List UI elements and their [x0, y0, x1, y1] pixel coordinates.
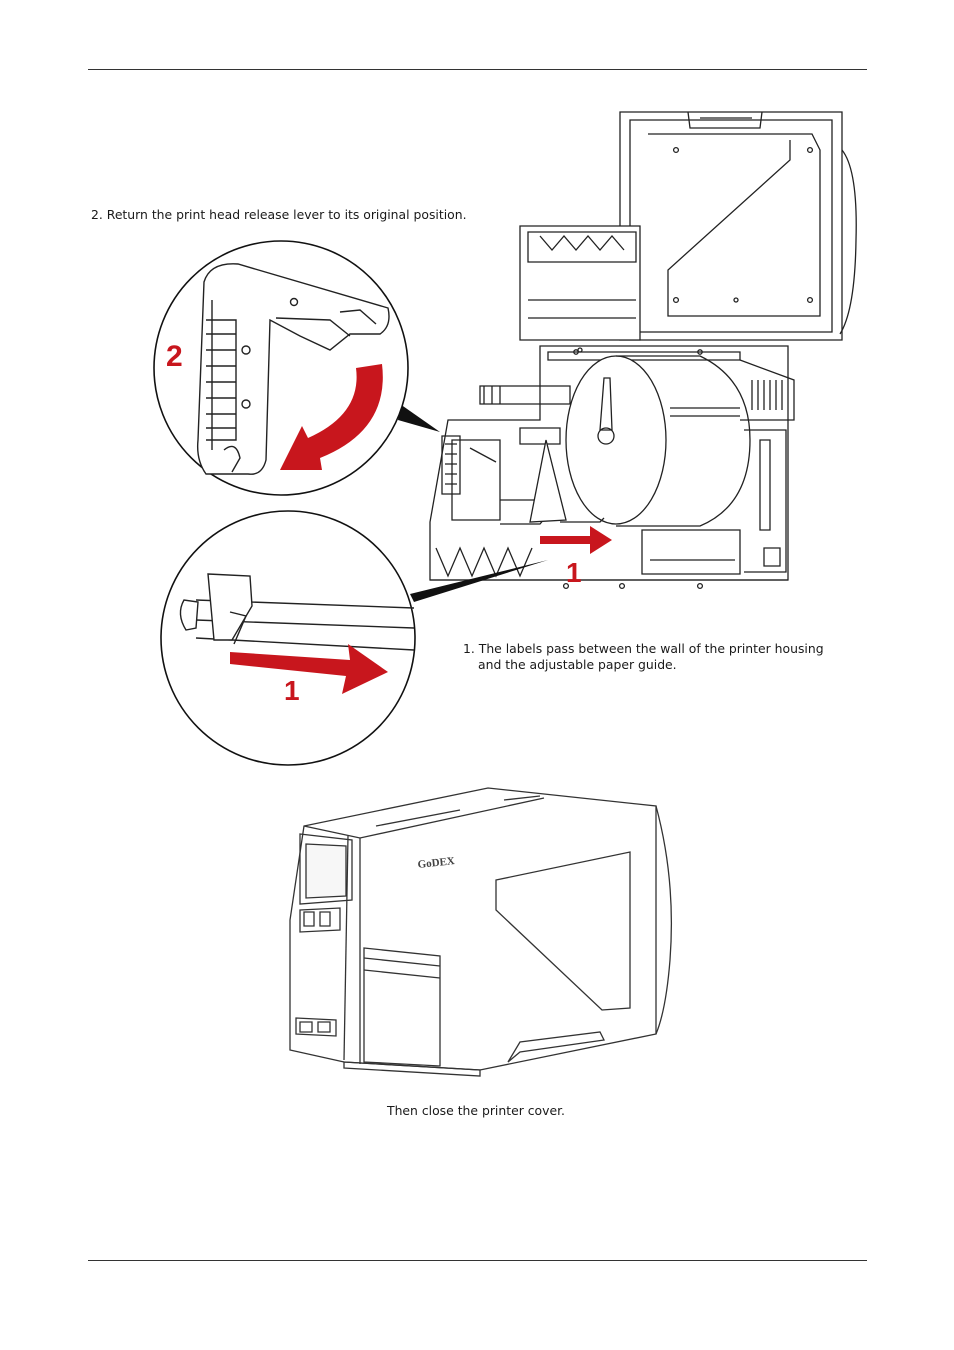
zoom-leader-top [398, 404, 440, 432]
inner-frame [519, 225, 641, 341]
zoom-top-number: 2 [166, 340, 183, 373]
step-2-caption: 2. Return the print head release lever t… [91, 207, 467, 222]
raised-cover [619, 111, 857, 341]
step-1-caption-line-1: 1. The labels pass between the wall of t… [463, 641, 824, 656]
zoom-leader-bottom [410, 560, 548, 602]
printer-body [429, 345, 795, 590]
step-1-caption: 1. The labels pass between the wall of t… [463, 641, 843, 673]
slide-arrow [230, 644, 388, 694]
zoom-bottom-number: 1 [284, 675, 300, 706]
step-1-caption-line-2: and the adjustable paper guide. [478, 657, 677, 672]
footer-rule [88, 1260, 867, 1261]
zoom-circle-paper-guide: 1 [160, 510, 416, 766]
paper-guide-arrow [540, 526, 612, 554]
header-rule [88, 69, 867, 70]
printer-logo: GoDEX [417, 855, 455, 871]
closed-printer-illustration: GoDEX [289, 787, 673, 1077]
zoom-circle-release-lever: 2 [153, 240, 409, 496]
open-printer-illustration [429, 111, 857, 590]
main-arrow-number: 1 [566, 557, 582, 588]
rotate-arrow [280, 364, 383, 470]
close-cover-caption: Then close the printer cover. [387, 1103, 565, 1118]
